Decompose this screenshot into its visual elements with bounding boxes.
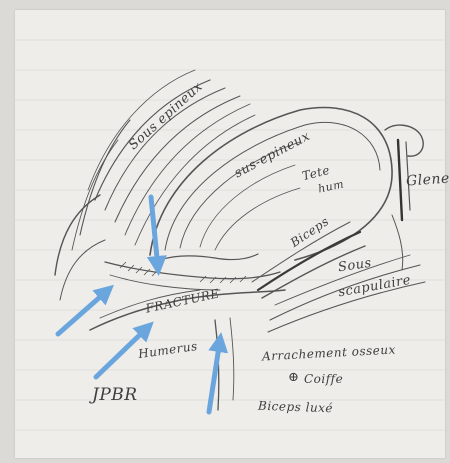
- arrow-left: [58, 290, 108, 334]
- plus-icon: ⊕: [288, 370, 299, 385]
- pencil-strokes: [55, 70, 425, 410]
- label-glene: Glene: [405, 170, 450, 189]
- label-biceps-luxe: Biceps luxé: [258, 399, 334, 416]
- arrow-fracture-top: [151, 197, 158, 268]
- author-signature: JPBR: [92, 385, 138, 405]
- label-coiffe: Coiffe: [304, 372, 343, 386]
